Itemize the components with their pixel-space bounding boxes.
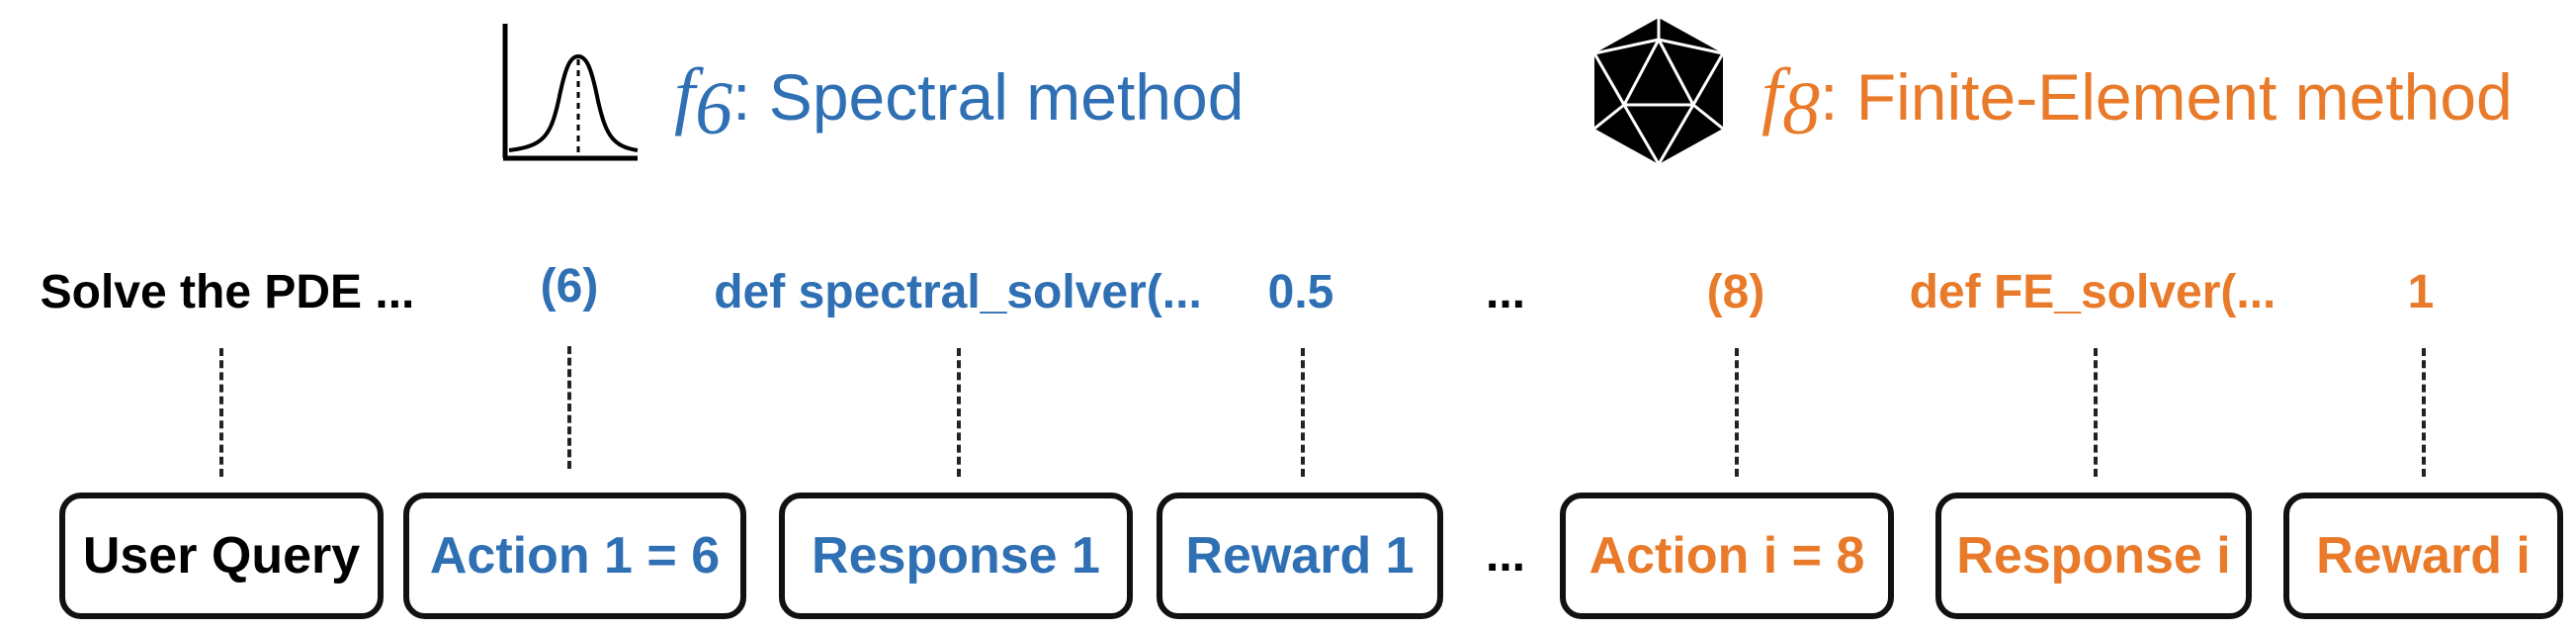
connector-action-1 [567, 346, 571, 469]
action-i-choice: (8) [1706, 266, 1765, 318]
connector-response-1 [957, 348, 961, 477]
method-label-finite-element: f8: Finite-Element method [1761, 53, 2513, 151]
user-query-box: User Query [59, 493, 384, 619]
action-1-box: Action 1 = 6 [403, 493, 746, 619]
reward-1-value: 0.5 [1267, 266, 1334, 318]
top-ellipsis: ... [1485, 266, 1526, 318]
gaussian-curve-icon [502, 24, 639, 161]
reward-i-box: Reward i [2283, 493, 2563, 619]
action-i-box: Action i = 8 [1560, 493, 1894, 619]
response-i-box: Response i [1935, 493, 2252, 619]
connector-response-i [2094, 348, 2098, 477]
icosahedron-icon [1592, 18, 1725, 165]
connector-reward-i [2422, 348, 2426, 477]
connector-reward-1 [1301, 348, 1305, 477]
response-1-code: def spectral_solver(... [714, 266, 1202, 318]
action-1-choice: (6) [540, 260, 599, 313]
connector-user-query [219, 348, 223, 477]
connector-action-i [1735, 348, 1739, 477]
user-query-text: Solve the PDE ... [40, 266, 415, 318]
reward-i-value: 1 [2407, 266, 2435, 318]
reward-1-box: Reward 1 [1157, 493, 1443, 619]
response-i-code: def FE_solver(... [1909, 266, 2276, 318]
response-1-box: Response 1 [779, 493, 1133, 619]
method-label-spectral: f6: Spectral method [674, 53, 1245, 151]
box-ellipsis: ... [1485, 529, 1526, 582]
